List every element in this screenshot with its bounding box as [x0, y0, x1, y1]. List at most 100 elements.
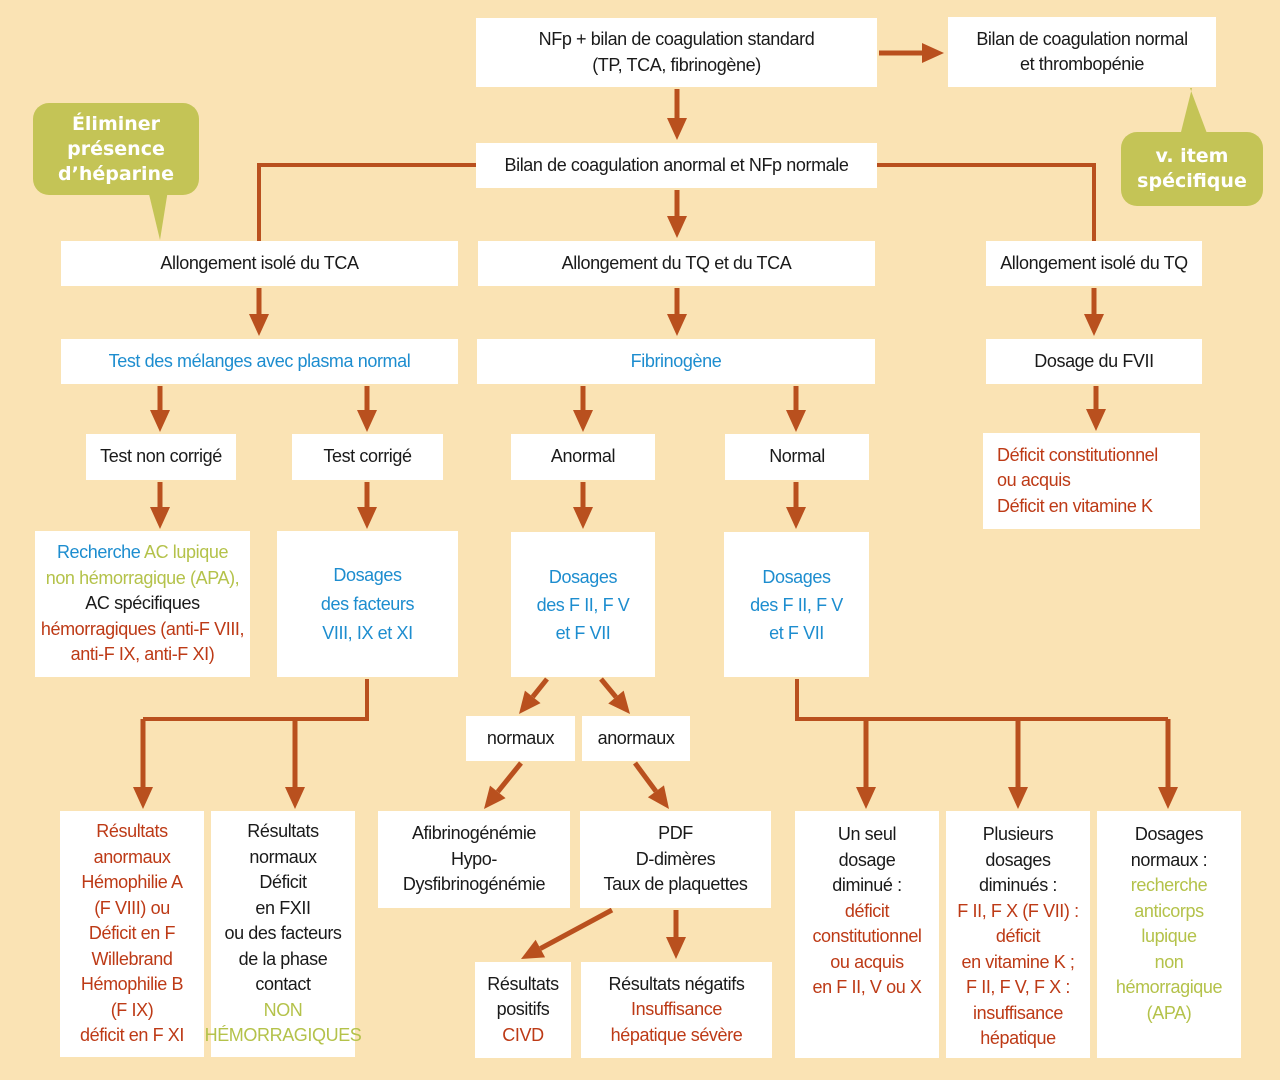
node-text: des F II, F V	[750, 594, 843, 615]
node-text: anormaux	[93, 846, 171, 867]
node-pdf-ddimer-platelets: PDF D-dimères Taux de plaquettes	[580, 811, 771, 908]
node-text: déficit en F XI	[79, 1025, 185, 1046]
node-lupus-search: Recherche AC lupique non hémorragique (A…	[35, 531, 250, 677]
node-text: hémorragiques (anti-F VIII,	[40, 618, 245, 639]
node-text: F II, F X (F VII) :	[957, 900, 1079, 921]
node-text: dosage	[838, 849, 896, 870]
node-text: VIII, IX et XI	[322, 622, 413, 643]
node-text: Allongement isolé du TQ	[1000, 252, 1188, 273]
callout-eliminate-heparin: Éliminer présence d’héparine	[33, 103, 199, 195]
arrow-to-single	[856, 719, 876, 809]
node-text: en FXII	[255, 897, 311, 918]
node-text: des F II, F V	[536, 594, 630, 615]
node-text: Hypo-	[450, 848, 497, 869]
node-text: ou acquis	[997, 470, 1071, 491]
callout-line: d’héparine	[58, 162, 174, 185]
node-text: et thrombopénie	[1019, 54, 1145, 74]
arrow-to-fib-abnormal	[573, 386, 593, 432]
node-text: Déficit en vitamine K	[997, 495, 1153, 516]
node-text: Résultats négatifs	[608, 973, 745, 994]
node-text: Dysfibrinogénémie	[402, 874, 546, 895]
node-text: Un seul	[837, 824, 897, 844]
arrow-to-fib-normal	[786, 386, 806, 432]
node-text: positifs	[496, 999, 550, 1020]
node-text: hépatique sévère	[610, 1024, 743, 1045]
arrow-to-positive	[521, 907, 614, 959]
node-text: non	[1154, 951, 1184, 972]
node-fvii-result: Déficit constitutionnel ou acquis Défici…	[983, 433, 1200, 529]
node-text: Anormal	[550, 446, 616, 467]
callout-line: Éliminer	[71, 112, 161, 135]
arrow-to-negative	[666, 910, 686, 959]
node-text: NON	[263, 999, 303, 1020]
node-text: diminués :	[978, 875, 1058, 895]
arrow-to-fvii	[1084, 288, 1104, 336]
node-negative-results: Résultats négatifs Insuffisance hépatiqu…	[581, 962, 772, 1058]
node-text: Fibrinogène	[630, 350, 722, 371]
node-text: Déficit	[259, 872, 307, 893]
node-text: Taux de plaquettes	[603, 874, 748, 895]
callout-line: v. item	[1155, 145, 1229, 167]
node-text: Déficit constitutionnel	[997, 444, 1158, 465]
node-mixing-test: Test des mélanges avec plasma normal	[61, 339, 458, 384]
node-tq-isolated: Allongement isolé du TQ	[986, 241, 1202, 286]
node-assay-fii-fv-fvii-b: Dosages des F II, F V et F VII	[724, 532, 869, 677]
node-text: (F IX)	[110, 999, 154, 1020]
node-text: CIVD	[502, 1024, 544, 1045]
node-text: Résultats	[487, 973, 559, 994]
arrow-to-assay-a	[573, 482, 593, 529]
node-afibrinogenemia: Afibrinogénémie Hypo- Dysfibrinogénémie	[378, 811, 570, 908]
node-text: (TP, TCA, fibrinogène)	[592, 54, 761, 75]
node-text: F II, F V, F X :	[966, 977, 1070, 997]
node-text: déficit	[995, 926, 1041, 946]
node-text: (F VIII) ou	[94, 897, 170, 918]
node-text: déficit	[844, 900, 890, 921]
node-text: constitutionnel	[812, 926, 922, 946]
node-text: contact	[255, 974, 311, 995]
arrow-to-multiple	[1008, 719, 1028, 809]
node-text: Résultats	[96, 821, 168, 842]
arrow-to-not-corrected	[150, 386, 170, 432]
node-text: normaux	[249, 846, 317, 867]
arrow-to-abnormal	[667, 89, 687, 140]
node-text: Recherche AC lupique	[57, 540, 229, 566]
node-fibrinogen: Fibrinogène	[477, 339, 875, 384]
node-multiple-assays-decreased: Plusieurs dosages diminués : F II, F X (…	[946, 811, 1090, 1058]
node-text: hémorragique	[1115, 977, 1223, 997]
node-text: normaux :	[1130, 849, 1208, 870]
node-text: ou des facteurs	[224, 923, 342, 944]
arrow-to-normal-results	[285, 719, 305, 809]
node-text: anticorps	[1134, 900, 1204, 921]
node-text: Willebrand	[91, 948, 173, 969]
arrow-to-factor-assay	[357, 482, 377, 529]
node-text: Dosage du FVII	[1034, 350, 1154, 371]
node-text: Dosages	[762, 566, 831, 587]
node-test-not-corrected: Test non corrigé	[86, 434, 236, 480]
node-text: hépatique	[980, 1028, 1056, 1048]
node-text: Hémophilie B	[80, 974, 184, 995]
arrow-to-normal-thrombo	[879, 43, 944, 63]
arrow-to-afibrino	[484, 761, 523, 809]
node-text: Test corrigé	[323, 446, 412, 467]
arrow-to-tq-tca	[667, 190, 687, 238]
node-factor-assay: Dosages des facteurs VIII, IX et XI	[277, 531, 458, 677]
node-text: Bilan de coagulation normal	[976, 28, 1188, 49]
connector-to-tca	[257, 163, 476, 241]
arrow-to-corrected	[357, 386, 377, 432]
node-text: Bilan de coagulation anormal et NFp norm…	[504, 154, 849, 175]
node-text: des facteurs	[320, 593, 415, 614]
node-text: Hémophilie A	[81, 872, 183, 893]
node-text: AC spécifiques	[85, 593, 200, 614]
callout-see-item: v. item spécifique	[1121, 132, 1263, 206]
callout-tail-item	[1180, 88, 1208, 136]
node-text-green: AC lupique	[144, 542, 229, 563]
node-text: insuffisance	[973, 1002, 1063, 1023]
arrow-to-pdf	[632, 761, 669, 809]
callout-line: spécifique	[1137, 170, 1247, 192]
node-assay-fii-fv-fvii-a: Dosages des F II, F V et F VII	[511, 532, 655, 677]
callout-line: présence	[67, 137, 165, 160]
arrow-to-fibrinogen	[667, 288, 687, 336]
arrow-to-assay-b	[786, 482, 806, 529]
node-text: Test non corrigé	[100, 446, 222, 467]
node-text: Insuffisance	[631, 999, 722, 1020]
